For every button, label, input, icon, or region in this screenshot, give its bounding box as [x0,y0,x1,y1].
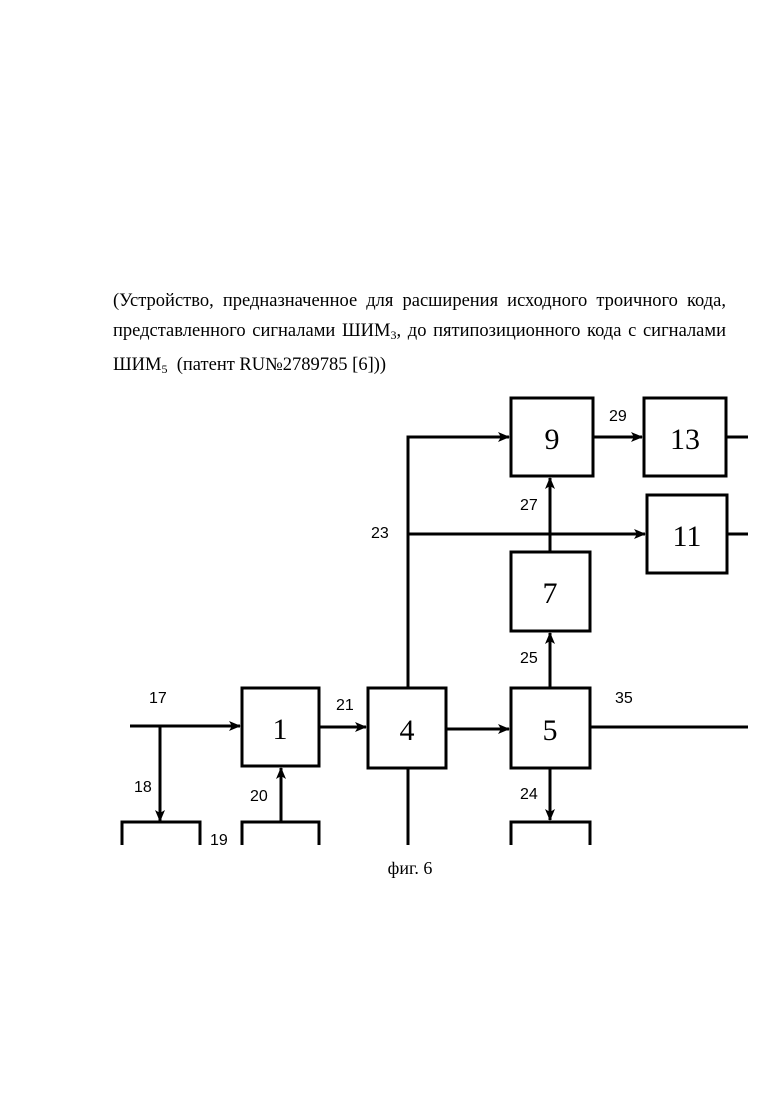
signal-27-label: 27 [520,497,538,514]
signal-20-label: 20 [250,788,268,805]
block-11-label: 11 [673,520,702,553]
block-partial-mid [242,822,319,845]
signal-21-label: 21 [336,697,354,714]
block-9-label: 9 [545,423,560,456]
block-7-label: 7 [543,577,558,610]
signal-29-label: 29 [609,408,627,425]
signal-17-label: 17 [149,690,167,707]
block-1-label: 1 [273,713,288,746]
signal-19-label: 19 [210,832,228,849]
signal-35-label: 35 [615,690,633,707]
signal-25-label: 25 [520,650,538,667]
signal-23-label: 23 [371,525,389,542]
block-13-label: 13 [670,423,700,456]
signal-24-label: 24 [520,786,538,803]
line-4-9 [408,437,509,688]
block-partial-left [122,822,200,845]
figure-label: фиг. 6 [370,858,450,879]
signal-18-label: 18 [134,779,152,796]
block-4-label: 4 [400,714,415,747]
block-partial-right [511,822,590,845]
block-5-label: 5 [543,714,558,747]
